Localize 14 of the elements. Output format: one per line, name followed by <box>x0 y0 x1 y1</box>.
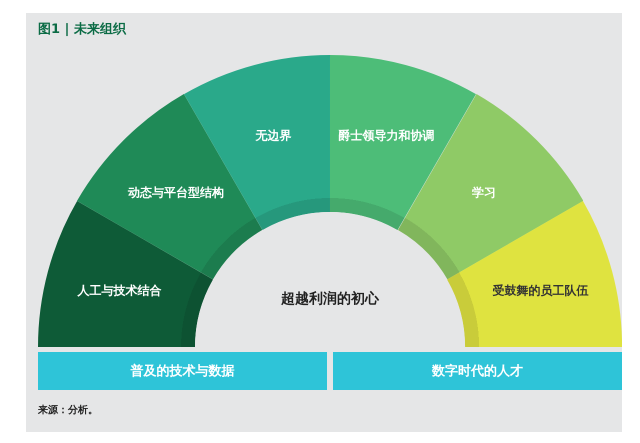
source-note: 来源：分析。 <box>38 404 98 417</box>
segment-label: 爵士领导力和协调 <box>338 128 434 145</box>
ring-segment <box>38 201 214 347</box>
foundation-bar: 普及的技术与数据 <box>38 352 327 390</box>
segment-label: 无边界 <box>256 128 292 145</box>
segment-label: 人工与技术结合 <box>77 282 162 300</box>
segment-label: 学习 <box>472 184 496 202</box>
foundation-bar: 数字时代的人才 <box>333 352 622 390</box>
center-label: 超越利润的初心 <box>281 290 379 308</box>
ring-segment <box>398 94 583 280</box>
segment-label: 受鼓舞的员工队伍 <box>492 282 589 300</box>
figure-title: 图1 | 未来组织 <box>38 21 126 38</box>
ring-segment <box>446 201 622 347</box>
segment-label: 动态与平台型结构 <box>128 184 224 202</box>
